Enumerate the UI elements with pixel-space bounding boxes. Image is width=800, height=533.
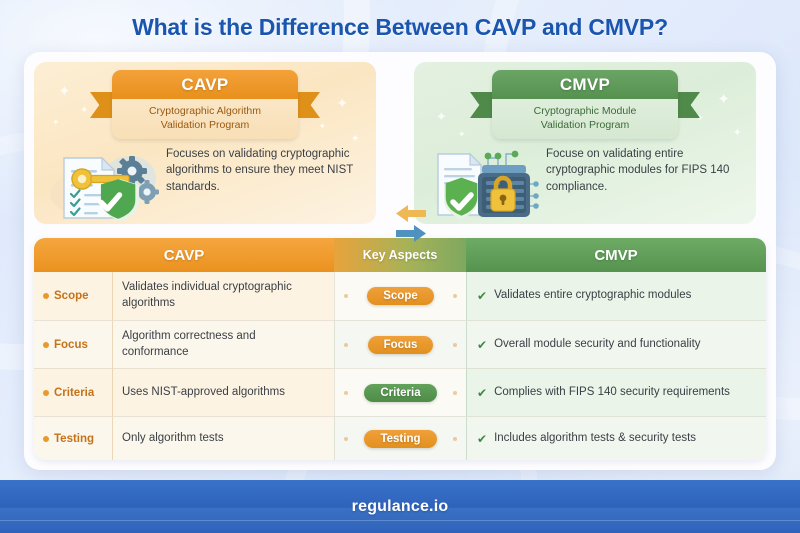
sparkle-icon: ✦ (80, 105, 89, 116)
bidirectional-arrows (393, 200, 429, 246)
ribbon-banner-cavp: CAVP Cryptographic Algorithm Validation … (90, 70, 320, 140)
card-description-cavp: Focuses on validating cryptographic algo… (166, 148, 354, 193)
check-icon: ✔ (477, 337, 488, 352)
bullet-dot-icon (43, 293, 49, 299)
card-subtitle-line1: Cryptographic Module (533, 105, 637, 117)
row-cavp-text: Algorithm correctness and conformance (112, 320, 334, 368)
row-cmvp-text: Complies with FIPS 140 security requirem… (494, 385, 730, 398)
table-header-key-aspects: Key Aspects (334, 238, 466, 272)
row-key-pill-cell: Focus (334, 320, 466, 368)
row-aspect-label: Testing (34, 416, 112, 460)
footer-bar: regulance.io (0, 480, 800, 533)
card-cmvp: ✦ ✦ ✦ ✦ ✦ CMVP Cryptographic Module Vali… (414, 62, 756, 224)
check-icon: ✔ (477, 431, 488, 446)
aspect-pill: Scope (367, 287, 434, 305)
row-cmvp-cell: ✔ Overall module security and functional… (466, 320, 766, 368)
row-key-pill-cell: Testing (334, 416, 466, 460)
card-acronym-cmvp: CMVP (492, 70, 678, 99)
table-header-cavp: CAVP (34, 238, 334, 272)
aspect-text: Focus (54, 338, 88, 351)
row-key-pill-cell: Criteria (334, 368, 466, 416)
card-subtitle-cavp: Cryptographic Algorithm Validation Progr… (112, 99, 298, 140)
table-row: Scope Validates individual cryptographic… (34, 272, 766, 320)
mini-dot-icon (344, 294, 348, 298)
card-cavp: ✦ ✦ ✦ ✦ ✦ ✦ CAVP Cryptographic Algorithm… (34, 62, 376, 224)
sparkle-icon: ✦ (52, 117, 60, 127)
row-cmvp-cell: ✔ Validates entire cryptographic modules (466, 272, 766, 320)
comparison-table: CAVP Key Aspects CMVP Scope Validates in… (34, 238, 766, 460)
sparkle-icon: ✦ (336, 95, 348, 111)
row-cmvp-text: Overall module security and functionalit… (494, 337, 701, 350)
row-cmvp-text: Includes algorithm tests & security test… (494, 431, 697, 444)
table-row: Testing Only algorithm tests Testing ✔ I… (34, 416, 766, 460)
ribbon-banner-cmvp: CMVP Cryptographic Module Validation Pro… (470, 70, 700, 140)
sparkle-icon: ✦ (58, 83, 71, 100)
table-header-cmvp: CMVP (466, 238, 766, 272)
bullet-dot-icon (43, 341, 49, 348)
footer-divider-line (0, 520, 800, 521)
card-body-cavp: Focuses on validating cryptographic algo… (34, 144, 376, 224)
sparkle-icon: ✦ (436, 109, 447, 124)
row-aspect-label: Focus (34, 320, 112, 368)
mini-dot-icon (344, 390, 348, 395)
sparkle-icon: ✦ (717, 91, 730, 108)
brand-name: regulance.io (351, 497, 449, 515)
aspect-pill: Focus (367, 335, 434, 354)
document-key-gears-shield-icon (46, 144, 162, 222)
row-cavp-text: Validates individual cryptographic algor… (112, 272, 334, 320)
table-row: Focus Algorithm correctness and conforma… (34, 320, 766, 368)
sparkle-icon: ✦ (318, 121, 326, 131)
arrow-left-icon (396, 205, 426, 222)
row-key-pill-cell: Scope (334, 272, 466, 320)
card-subtitle-line2: Validation Program (540, 119, 630, 132)
aspect-pill: Criteria (364, 383, 437, 402)
card-description-cmvp: Focuse on validating entire cryptographi… (546, 148, 730, 193)
mini-dot-icon (453, 294, 457, 298)
content-panel: ✦ ✦ ✦ ✦ ✦ ✦ CAVP Cryptographic Algorithm… (24, 52, 776, 470)
row-aspect-label: Criteria (34, 368, 112, 416)
card-acronym-cavp: CAVP (112, 70, 298, 99)
sparkle-icon: ✦ (732, 127, 742, 139)
card-subtitle-line1: Cryptographic Algorithm (148, 105, 262, 117)
row-aspect-label: Scope (34, 272, 112, 320)
bullet-dot-icon (43, 435, 49, 442)
row-cmvp-cell: ✔ Complies with FIPS 140 security requir… (466, 368, 766, 416)
row-cmvp-text: Validates entire cryptographic modules (494, 289, 692, 302)
table-row: Criteria Uses NIST-approved algorithms C… (34, 368, 766, 416)
row-cmvp-cell: ✔ Includes algorithm tests & security te… (466, 416, 766, 460)
card-subtitle-line2: Validation Program (160, 119, 250, 132)
mini-dot-icon (344, 436, 348, 441)
bullet-dot-icon (43, 389, 49, 396)
row-cavp-text: Only algorithm tests (112, 416, 334, 460)
mini-dot-icon (344, 342, 348, 347)
mini-dot-icon (453, 390, 457, 395)
card-body-cmvp: Focuse on validating entire cryptographi… (414, 144, 756, 224)
mini-dot-icon (453, 436, 457, 441)
page-title: What is the Difference Between CAVP and … (132, 14, 668, 40)
card-subtitle-cmvp: Cryptographic Module Validation Program (492, 99, 678, 140)
check-icon: ✔ (477, 289, 488, 303)
row-cavp-text: Uses NIST-approved algorithms (112, 368, 334, 416)
aspect-pill: Testing (364, 429, 437, 448)
document-server-lock-shield-icon (426, 144, 542, 222)
arrow-right-icon (396, 225, 426, 242)
aspect-text: Scope (54, 290, 89, 302)
mini-dot-icon (453, 342, 457, 347)
check-icon: ✔ (477, 385, 488, 400)
aspect-text: Testing (54, 432, 95, 445)
aspect-text: Criteria (54, 386, 95, 399)
table-header-row: CAVP Key Aspects CMVP (34, 238, 766, 272)
sparkle-icon: ✦ (458, 129, 466, 139)
